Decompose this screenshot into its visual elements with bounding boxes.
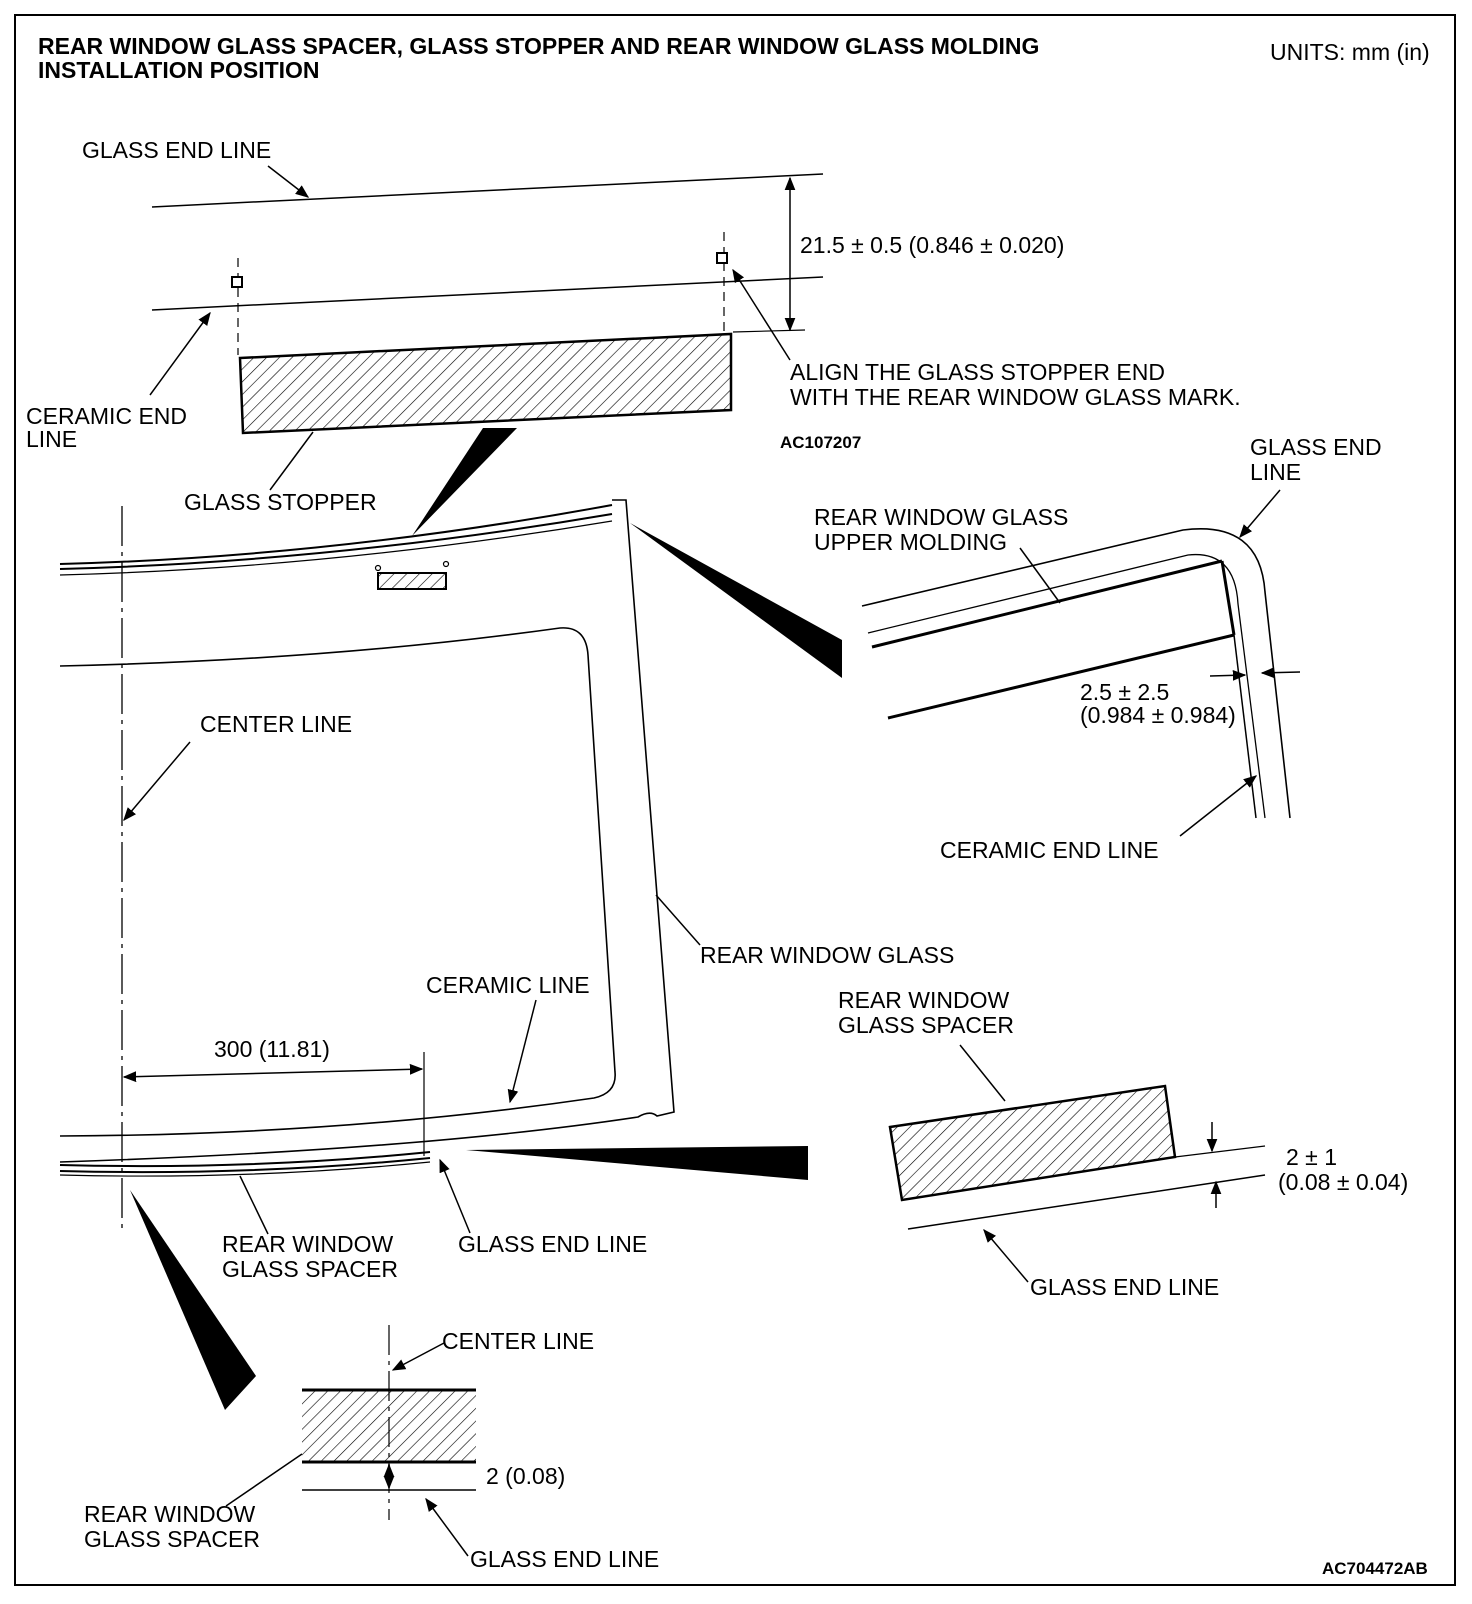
dim-arrow-corner-right (1260, 667, 1301, 679)
leader-glass-stopper (269, 431, 314, 491)
wedge-corner-detail (630, 523, 842, 678)
align-note-line-1: ALIGN THE GLASS STOPPER END (790, 359, 1165, 385)
detail-code-label: AC107207 (780, 433, 861, 452)
corner-glass-inner-edge (867, 553, 1266, 819)
spacer-line-2 (59, 1157, 431, 1174)
spacer-bottom-label-2: GLASS SPACER (84, 1526, 260, 1552)
leader-spacer-right-glass-end (983, 1228, 1029, 1283)
molding-label-2: UPPER MOLDING (814, 529, 1007, 555)
corner-ceramic-end-label: CERAMIC END LINE (940, 837, 1159, 863)
figure-code-label: AC704472AB (1322, 1559, 1428, 1578)
leader-spacer-right (959, 1044, 1006, 1102)
leader-upper-molding (1019, 547, 1061, 604)
corner-detail: GLASS END LINE REAR WINDOW GLASS UPPER M… (814, 434, 1382, 863)
corner-dimension-label-2: (0.984 ± 0.984) (1080, 702, 1236, 728)
title-block: REAR WINDOW GLASS SPACER, GLASS STOPPER … (38, 33, 1430, 83)
corner-glass-end-label-2: LINE (1250, 459, 1301, 485)
ceramic-end-line-label-2: LINE (26, 426, 77, 452)
ceramic-end-line (151, 276, 824, 311)
dimension-300-label: 300 (11.81) (214, 1036, 330, 1062)
leader-ceramic-end-line (149, 311, 211, 396)
spacer-right-dimension-2: (0.08 ± 0.04) (1278, 1169, 1408, 1195)
spacer-right-dimension-1: 2 ± 1 (1286, 1144, 1337, 1170)
glass-end-line (151, 173, 824, 208)
spacer-bottom-dimension-label: 2 (0.08) (486, 1463, 565, 1489)
leader-spacer-bottom (225, 1453, 303, 1507)
spacer-line-1 (59, 1151, 431, 1168)
spacer-right-glass-end-line (907, 1174, 1266, 1230)
leader-glass-end-line (267, 165, 310, 198)
glass-top-edge-inner (59, 520, 613, 576)
leader-glass-end-line (439, 1158, 471, 1234)
glass-top-edge-line (59, 513, 613, 570)
align-note-line-2: WITH THE REAR WINDOW GLASS MARK. (790, 384, 1241, 410)
glass-mark-right (716, 252, 728, 264)
ceramic-end-line-label-1: CERAMIC END (26, 403, 187, 429)
title-line-2: INSTALLATION POSITION (38, 57, 320, 83)
callout-wedges (130, 428, 842, 1410)
glass-top-edge-outer (59, 504, 613, 565)
glass-stopper-shape (238, 332, 733, 435)
upper-molding-end (1220, 560, 1236, 636)
dimension-arrow-300 (122, 1063, 424, 1083)
extension-line (732, 329, 806, 333)
leader-spacer-bottom-glass-end (425, 1497, 469, 1557)
wedge-spacer-right (466, 1146, 808, 1180)
glass-outer-edge (59, 499, 675, 1163)
spacer-right-label-1: REAR WINDOW (838, 987, 1010, 1013)
spacer-right-shape (888, 1084, 1177, 1202)
leader-rear-window-glass (655, 894, 701, 946)
spacer-bottom-center-label: CENTER LINE (442, 1328, 594, 1354)
molding-label-1: REAR WINDOW GLASS (814, 504, 1068, 530)
spacer-right-glass-end-label: GLASS END LINE (1030, 1274, 1219, 1300)
glass-mark-small-left (374, 564, 382, 572)
spacer-label-2: GLASS SPACER (222, 1256, 398, 1282)
leader-corner-ceramic-end (1179, 775, 1258, 837)
spacer-bottom-glass-end-label: GLASS END LINE (470, 1546, 659, 1572)
spacer-right-extension-1 (1174, 1145, 1266, 1158)
dimension-21-5-label: 21.5 ± 0.5 (0.846 ± 0.020) (800, 232, 1064, 258)
upper-molding-line (871, 559, 1223, 649)
leader-corner-glass-end (1239, 489, 1281, 539)
leader-ceramic-line (507, 999, 537, 1104)
spacer-label-1: REAR WINDOW (222, 1231, 394, 1257)
spacer-bottom-label-1: REAR WINDOW (84, 1501, 256, 1527)
glass-end-line-label: GLASS END LINE (82, 137, 271, 163)
corner-dimension-label-1: 2.5 ± 2.5 (1080, 679, 1169, 705)
spacer-line-3 (59, 1161, 431, 1177)
ceramic-line-label: CERAMIC LINE (426, 972, 590, 998)
rear-window-glass-label: REAR WINDOW GLASS (700, 942, 954, 968)
units-label: UNITS: mm (in) (1270, 39, 1430, 65)
wedge-spacer-bottom (130, 1190, 256, 1410)
leader-center-line (123, 741, 191, 822)
ceramic-line-path (59, 627, 616, 1137)
dim-arrow-corner-left (1209, 669, 1247, 681)
leader-align-mark (732, 268, 791, 361)
ceramic-end-line-shape (887, 633, 1235, 720)
glass-stopper-label: GLASS STOPPER (184, 489, 377, 515)
glass-mark-small-right (442, 560, 450, 568)
glass-mark-left (231, 276, 243, 288)
glass-end-line-label: GLASS END LINE (458, 1231, 647, 1257)
spacer-right-detail: REAR WINDOW GLASS SPACER 2 ± 1 (0.08 ± 0… (838, 987, 1408, 1300)
leader-spacer (239, 1175, 269, 1235)
main-window-view: CENTER LINE REAR WINDOW GLASS CERAMIC LI… (59, 499, 954, 1282)
wedge-top-detail (412, 428, 517, 536)
leader-spacer-bottom-center (391, 1342, 445, 1371)
top-detail: GLASS END LINE 21.5 ± 0.5 (0.846 ± 0.020… (26, 137, 1241, 515)
spacer-bottom-detail: CENTER LINE 2 (0.08) REAR WINDOW GLASS S… (84, 1325, 659, 1572)
title-line-1: REAR WINDOW GLASS SPACER, GLASS STOPPER … (38, 33, 1039, 59)
spacer-right-label-2: GLASS SPACER (838, 1012, 1014, 1038)
corner-glass-end-label-1: GLASS END (1250, 434, 1382, 460)
center-line-label: CENTER LINE (200, 711, 352, 737)
glass-stopper-small (377, 572, 447, 590)
corner-glass-end-line (861, 528, 1291, 819)
diagram-frame (14, 14, 1456, 1586)
